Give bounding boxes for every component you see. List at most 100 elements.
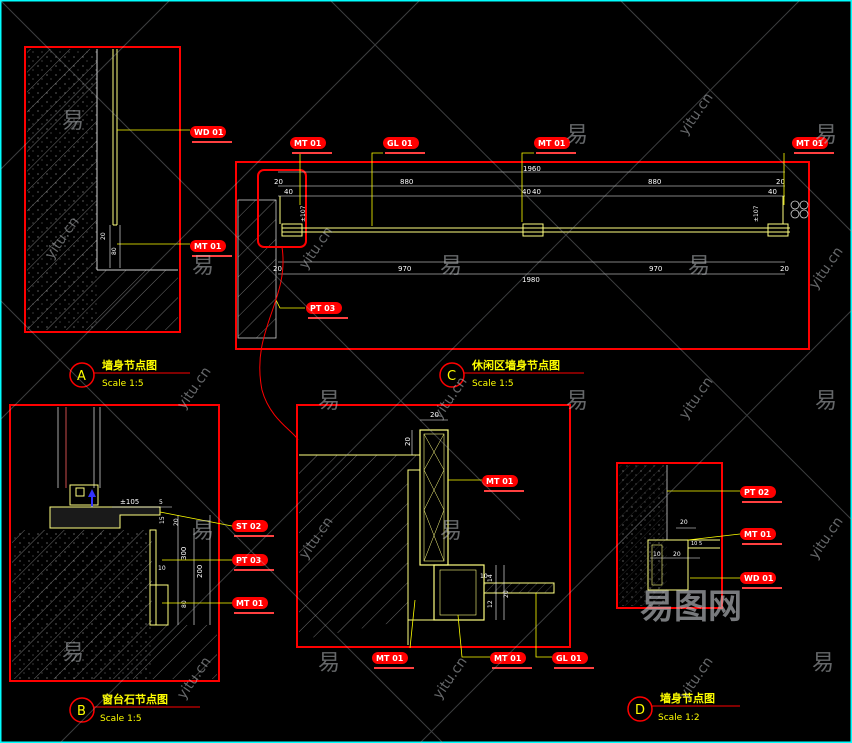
glass-frame-mid — [522, 223, 544, 237]
tag-c-pt03: PT 03 — [306, 302, 348, 319]
tag-c-mt01-left: MT 01 — [290, 137, 332, 154]
svg-text:MT 01: MT 01 — [538, 139, 566, 148]
tag-b-mt01: MT 01 — [232, 597, 274, 614]
dim-c-40-c: 40 — [532, 188, 541, 196]
dim-c-880-left: 880 — [400, 178, 413, 186]
dim-d-5: 5 — [699, 541, 702, 547]
svg-text:PT 03: PT 03 — [236, 556, 261, 565]
dim-e-20-right: 20 — [503, 590, 510, 598]
tag-c-mt01-mid: MT 01 — [534, 137, 576, 154]
svg-text:易: 易 — [566, 123, 588, 148]
detail-a: 20 80 — [24, 46, 190, 333]
dim-d-10b: 10 — [691, 541, 697, 547]
svg-text:易: 易 — [192, 519, 214, 544]
dim-b-15: 15 — [159, 516, 166, 524]
svg-text:WD 01: WD 01 — [194, 128, 224, 137]
dim-c-880-right: 880 — [648, 178, 661, 186]
dim-a-80: 80 — [111, 247, 118, 255]
svg-text:MT 01: MT 01 — [486, 477, 514, 486]
svg-text:易: 易 — [62, 641, 84, 666]
tag-a-wd01: WD 01 — [190, 126, 232, 143]
svg-text:易: 易 — [318, 651, 340, 676]
detail-title-b-text: 窗台石节点图 — [102, 692, 168, 706]
dim-b-20: 20 — [173, 518, 180, 526]
detail-title-d-text: 墙身节点图 — [660, 691, 715, 705]
dim-c-40-d: 40 — [768, 188, 777, 196]
detail-title-a-text: 墙身节点图 — [102, 358, 157, 372]
dim-b-300: 300 — [180, 547, 188, 560]
svg-text:PT 03: PT 03 — [310, 304, 335, 313]
svg-text:MT 01: MT 01 — [744, 530, 772, 539]
tag-a-mt01: MT 01 — [190, 240, 232, 257]
dim-e-20-top: 20 — [430, 411, 439, 419]
glass-panel — [483, 582, 555, 594]
detail-b-frame — [9, 404, 220, 682]
dim-c-970-right: 970 — [649, 265, 662, 273]
tag-e-gl01: GL 01 — [552, 652, 594, 669]
tag-e-mt01-bottom-right: MT 01 — [490, 652, 532, 669]
dim-b-105: ±105 — [120, 498, 139, 506]
dim-d-20-top: 20 — [680, 519, 688, 526]
detail-d-frame — [616, 462, 723, 609]
svg-text:易: 易 — [815, 123, 837, 148]
svg-text:MT 01: MT 01 — [236, 599, 264, 608]
detail-enlarged: 20 20 10 14 12 20 — [296, 404, 571, 658]
detail-title-b: B 窗台石节点图 Scale 1:5 — [69, 692, 200, 724]
detail-c-frame — [235, 161, 810, 350]
svg-text:易: 易 — [318, 389, 340, 414]
svg-text:GL 01: GL 01 — [556, 654, 582, 663]
dim-c-40-a: 40 — [284, 188, 293, 196]
svg-text:MT 01: MT 01 — [376, 654, 404, 663]
dim-d-20-mid: 20 — [673, 551, 681, 558]
dim-c-20-left: 20 — [274, 178, 283, 186]
window-frame — [69, 484, 99, 506]
tag-e-mt01-bottom-left: MT 01 — [372, 652, 414, 669]
svg-text:yitu.cn: yitu.cn — [806, 514, 846, 562]
svg-text:A: A — [77, 369, 86, 384]
detail-c: 20 880 1960 880 20 40 40 40 40 ±107 ±107… — [235, 152, 810, 441]
callout-link-curve — [259, 246, 299, 441]
tag-b-pt03: PT 03 — [232, 554, 274, 571]
tag-c-mt01-right: MT 01 — [792, 137, 834, 154]
tag-e-mt01: MT 01 — [482, 475, 524, 492]
dim-c-b20-left: 20 — [273, 265, 282, 273]
dim-c-40-b: 40 — [522, 188, 531, 196]
dim-b-200: 200 — [196, 565, 204, 578]
detail-enlarged-frame — [296, 404, 571, 648]
dim-c-1980: 1980 — [522, 276, 540, 284]
detail-title-c: C 休闲区墙身节点图 Scale 1:5 — [439, 358, 584, 389]
svg-text:MT 01: MT 01 — [294, 139, 322, 148]
svg-text:易: 易 — [440, 254, 462, 279]
glass-frame-left — [281, 223, 303, 237]
svg-text:易: 易 — [192, 254, 214, 279]
detail-title-c-text: 休闲区墙身节点图 — [471, 358, 560, 372]
insulation-symbol — [790, 200, 809, 219]
detail-title-a: A 墙身节点图 Scale 1:5 — [69, 358, 190, 389]
detail-d-profile — [647, 539, 689, 591]
svg-text:D: D — [635, 703, 645, 718]
detail-scale-d: Scale 1:2 — [658, 713, 700, 723]
svg-text:ST 02: ST 02 — [236, 522, 261, 531]
svg-text:yitu.cn: yitu.cn — [676, 90, 716, 138]
dim-e-20-side: 20 — [404, 437, 412, 446]
tag-c-gl01: GL 01 — [383, 137, 425, 154]
svg-text:易: 易 — [440, 519, 462, 544]
detail-marker-d — [627, 696, 653, 722]
svg-text:MT 01: MT 01 — [194, 242, 222, 251]
dim-b-10: 10 — [158, 565, 166, 572]
svg-text:易: 易 — [62, 109, 84, 134]
tag-d-pt02: PT 02 — [740, 486, 782, 503]
dim-c-b20-right: 20 — [780, 265, 789, 273]
svg-text:MT 01: MT 01 — [796, 139, 824, 148]
detail-scale-c: Scale 1:5 — [472, 379, 514, 389]
dim-c-970-left: 970 — [398, 265, 411, 273]
svg-text:yitu.cn: yitu.cn — [806, 244, 846, 292]
dim-e-12: 12 — [487, 600, 494, 608]
dim-c-107-right: ±107 — [753, 205, 760, 222]
detail-b: ±105 5 15 20 300 10 200 80 — [9, 404, 233, 682]
dim-c-1960: 1960 — [523, 165, 541, 173]
metal-profile — [433, 564, 485, 621]
dim-e-14: 14 — [487, 574, 494, 582]
